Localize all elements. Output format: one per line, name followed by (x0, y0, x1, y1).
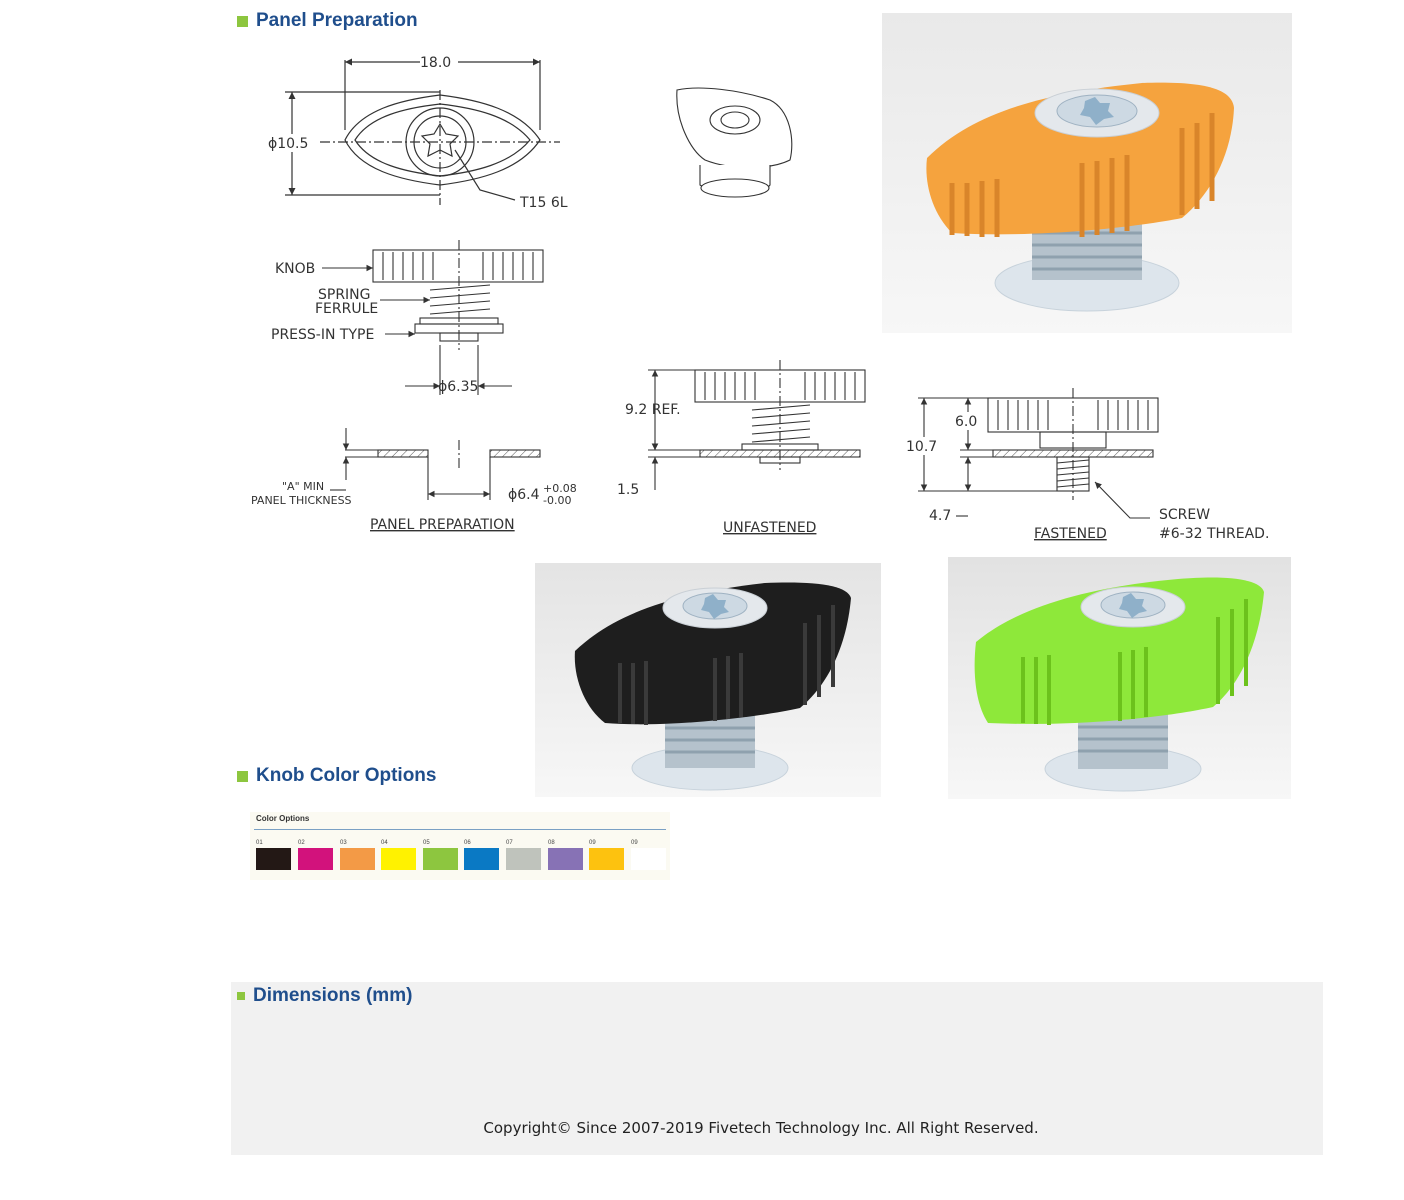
swatch-code: 09 (589, 840, 596, 846)
a-min-label: "A" MIN (282, 480, 324, 493)
black-knob-photo (535, 563, 881, 797)
knob-color-options-heading: Knob Color Options (237, 765, 436, 787)
color-swatch: 06 (464, 840, 506, 874)
swatch-chip (423, 848, 458, 870)
color-swatch: 09 (589, 840, 631, 874)
unfastened-drawing (648, 360, 866, 490)
green-knob-photo (948, 557, 1291, 799)
panel-preparation-caption: PANEL PREPARATION (370, 517, 515, 533)
dimensions-heading: Dimensions (mm) (237, 985, 412, 1007)
hole-tolerance-minus: -0.00 (543, 494, 571, 507)
swatch-code: 09 (631, 840, 638, 846)
screw-label: SCREW (1159, 507, 1210, 523)
diameter-dimension: ϕ10.5 (268, 136, 308, 152)
orange-knob-photo (882, 13, 1292, 333)
dimensions-title: Dimensions (mm) (253, 985, 413, 1006)
color-swatch: 08 (548, 840, 590, 874)
swatch-chip (256, 848, 291, 870)
swatch-chip (340, 848, 375, 870)
panel-thickness-label: PANEL THICKNESS (251, 494, 352, 507)
bullet-icon (237, 770, 248, 782)
hole-diameter: ϕ6.4 (508, 487, 540, 503)
color-swatch: 09 (631, 840, 673, 874)
swatch-code: 07 (506, 840, 513, 846)
color-options-panel: Color Options 01 02 03 04 05 06 07 08 09 09 (250, 812, 670, 880)
swatch-code: 08 (548, 840, 555, 846)
color-swatch: 03 (340, 840, 382, 874)
knob-label: KNOB (275, 261, 315, 277)
fastened-caption: FASTENED (1034, 526, 1107, 542)
bullet-icon (237, 992, 245, 1000)
swatch-chip (506, 848, 541, 870)
drive-label: T15 6L (519, 195, 568, 211)
swatch-code: 02 (298, 840, 305, 846)
swatch-code: 05 (423, 840, 430, 846)
fastened-knob-dimension: 6.0 (955, 414, 977, 430)
color-swatch: 07 (506, 840, 548, 874)
ferrule-diameter: ϕ6.35 (438, 379, 478, 395)
swatch-code: 06 (464, 840, 471, 846)
swatch-code: 04 (381, 840, 388, 846)
panel-prep-drawing (330, 428, 541, 500)
unfastened-caption: UNFASTENED (723, 520, 816, 536)
copyright-text: Copyright© Since 2007-2019 Fivetech Tech… (483, 1119, 1039, 1137)
swatch-chip (589, 848, 624, 870)
color-swatch: 02 (298, 840, 340, 874)
fastened-screw-dimension: 4.7 (929, 508, 951, 524)
width-dimension: 18.0 (420, 55, 451, 71)
fastened-total-dimension: 10.7 (906, 439, 937, 455)
color-options-title: Color Options (256, 814, 310, 823)
spring-label: SPRING (318, 287, 371, 303)
swatch-chip (381, 848, 416, 870)
color-swatch: 04 (381, 840, 423, 874)
swatch-chip (631, 848, 666, 870)
swatch-chip (298, 848, 333, 870)
isometric-sketch (676, 87, 793, 198)
fastened-drawing: 6.0 10.7 4.7 SCREW #6-32 THREAD. FASTENE… (905, 388, 1269, 542)
knob-color-options-title: Knob Color Options (256, 765, 437, 786)
press-in-label: PRESS-IN TYPE (271, 327, 374, 343)
thread-label: #6-32 THREAD. (1159, 526, 1269, 542)
swatch-chip (464, 848, 499, 870)
dimensions-panel (231, 982, 1323, 1155)
unfastened-panel-dimension: 1.5 (617, 482, 639, 498)
panel-preparation-heading: Panel Preparation (237, 10, 418, 32)
color-swatch: 05 (423, 840, 465, 874)
divider (254, 829, 666, 830)
ferrule-label: FERRULE (315, 301, 378, 317)
swatch-chip (548, 848, 583, 870)
hole-tolerance-plus: +0.08 (543, 482, 577, 495)
swatch-code: 03 (340, 840, 347, 846)
top-view (285, 58, 560, 205)
bullet-icon (237, 15, 248, 27)
swatch-code: 01 (256, 840, 263, 846)
unfastened-ref-dimension: 9.2 REF. (625, 402, 681, 418)
panel-preparation-title: Panel Preparation (256, 10, 418, 31)
color-swatch: 01 (256, 840, 298, 874)
technical-drawing: 18.0 ϕ10.5 T15 6L KNOB SPRING FERRULE PR… (251, 53, 866, 536)
side-view (322, 240, 544, 395)
